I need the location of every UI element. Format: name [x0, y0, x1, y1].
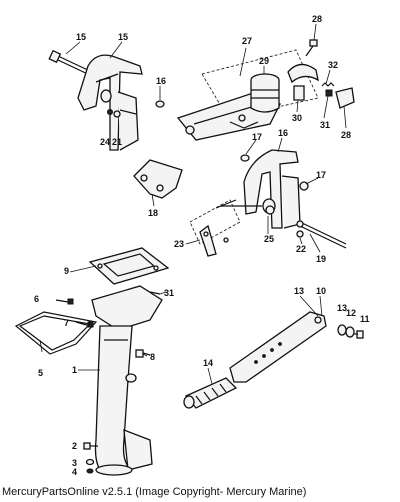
part-3-washer: [85, 458, 95, 466]
leader-lines: [39, 23, 347, 385]
callout-16: 15: [76, 32, 86, 42]
callout-28: 28: [341, 130, 351, 140]
callout-24: 25: [264, 234, 274, 244]
part-14-tiller-grip: [183, 377, 238, 409]
callout-7: 7: [64, 318, 69, 328]
callout-32: 32: [328, 60, 338, 70]
part-1-driveshaft-housing: [91, 285, 163, 476]
callout-20: 19: [316, 254, 326, 264]
part-31-screw: [149, 291, 161, 295]
part-2-bolt: [83, 442, 98, 450]
part-22-screw: [107, 109, 113, 115]
callout-29: 31: [320, 120, 330, 130]
part-17-washer-lower: [240, 154, 250, 162]
part-12-washer: [345, 326, 355, 338]
part-10-tiller-arm: [229, 311, 327, 383]
part-23-lever-assembly: [189, 199, 241, 257]
part-17-washer-upper: [155, 100, 165, 108]
part-24-spacer: [220, 205, 275, 215]
part-21-nut-left: [113, 110, 121, 118]
callout-19: 18: [148, 208, 158, 218]
callout-5: 5: [38, 368, 43, 378]
part-9-mounting-plate: [88, 247, 170, 285]
callout-17b: 17: [252, 132, 262, 142]
part-4-nut: [86, 468, 94, 474]
callout-23: 23: [174, 239, 184, 249]
callout-9: 9: [64, 266, 69, 276]
callout-3: 3: [72, 458, 77, 468]
callout-2: 2: [72, 441, 77, 451]
callout-1: 1: [72, 365, 77, 375]
part-26-screw: [305, 39, 318, 57]
part-29-pin: [325, 89, 333, 97]
part-28-knob: [335, 87, 355, 109]
callout-27: 29: [259, 56, 269, 66]
callout-21a: 21: [112, 137, 122, 147]
part-5-carry-handle: [14, 311, 98, 355]
callout-30: 30: [292, 113, 302, 123]
part-32-spring: [321, 82, 335, 87]
callout-26: 28: [312, 14, 322, 24]
callout-labels: 15 15 16 24 21 27 28 29 32 30 31 28 17 1…: [34, 14, 370, 477]
callout-12: 12: [346, 308, 356, 318]
callout-18: 17: [316, 170, 326, 180]
callout-22: 24: [100, 137, 110, 147]
callout-10: 10: [316, 286, 326, 296]
tiller-holes: [254, 342, 282, 364]
callout-25: 27: [242, 36, 252, 46]
callout-13b: 13: [337, 303, 347, 313]
part-19-pivot-bracket: [133, 159, 183, 199]
callout-4: 4: [72, 467, 77, 477]
callout-13a: 13: [294, 286, 304, 296]
callout-11: 11: [360, 314, 370, 324]
part-20-rod: [296, 220, 347, 249]
exploded-parts-diagram: 15 15 16 24 21 27 28 29 32 30 31 28 17 1…: [14, 14, 370, 477]
part-21-nut-right: [296, 230, 304, 238]
part-15-left-clamp-bracket: [77, 54, 143, 151]
callout-17a: 16: [156, 76, 166, 86]
callout-15b: 16: [278, 128, 288, 138]
part-8-bolt: [135, 349, 151, 358]
part-30-clamp-ring: [287, 63, 319, 101]
part-15-right-clamp-bracket: [243, 149, 301, 229]
part-27-swivel-tube: [250, 73, 280, 113]
callout-15a: 15: [118, 32, 128, 42]
callout-21b: 22: [296, 244, 306, 254]
part-13-washer-a: [337, 324, 347, 336]
callout-14: 14: [203, 358, 213, 368]
part-11-screw: [354, 330, 364, 339]
callout-8: 8: [150, 352, 155, 362]
part-6-screw: [55, 298, 74, 305]
callout-31: 31: [164, 288, 174, 298]
copyright-footer: MercuryPartsOnline v2.5.1 (Image Copyrig…: [2, 486, 307, 498]
callout-6: 6: [34, 294, 39, 304]
